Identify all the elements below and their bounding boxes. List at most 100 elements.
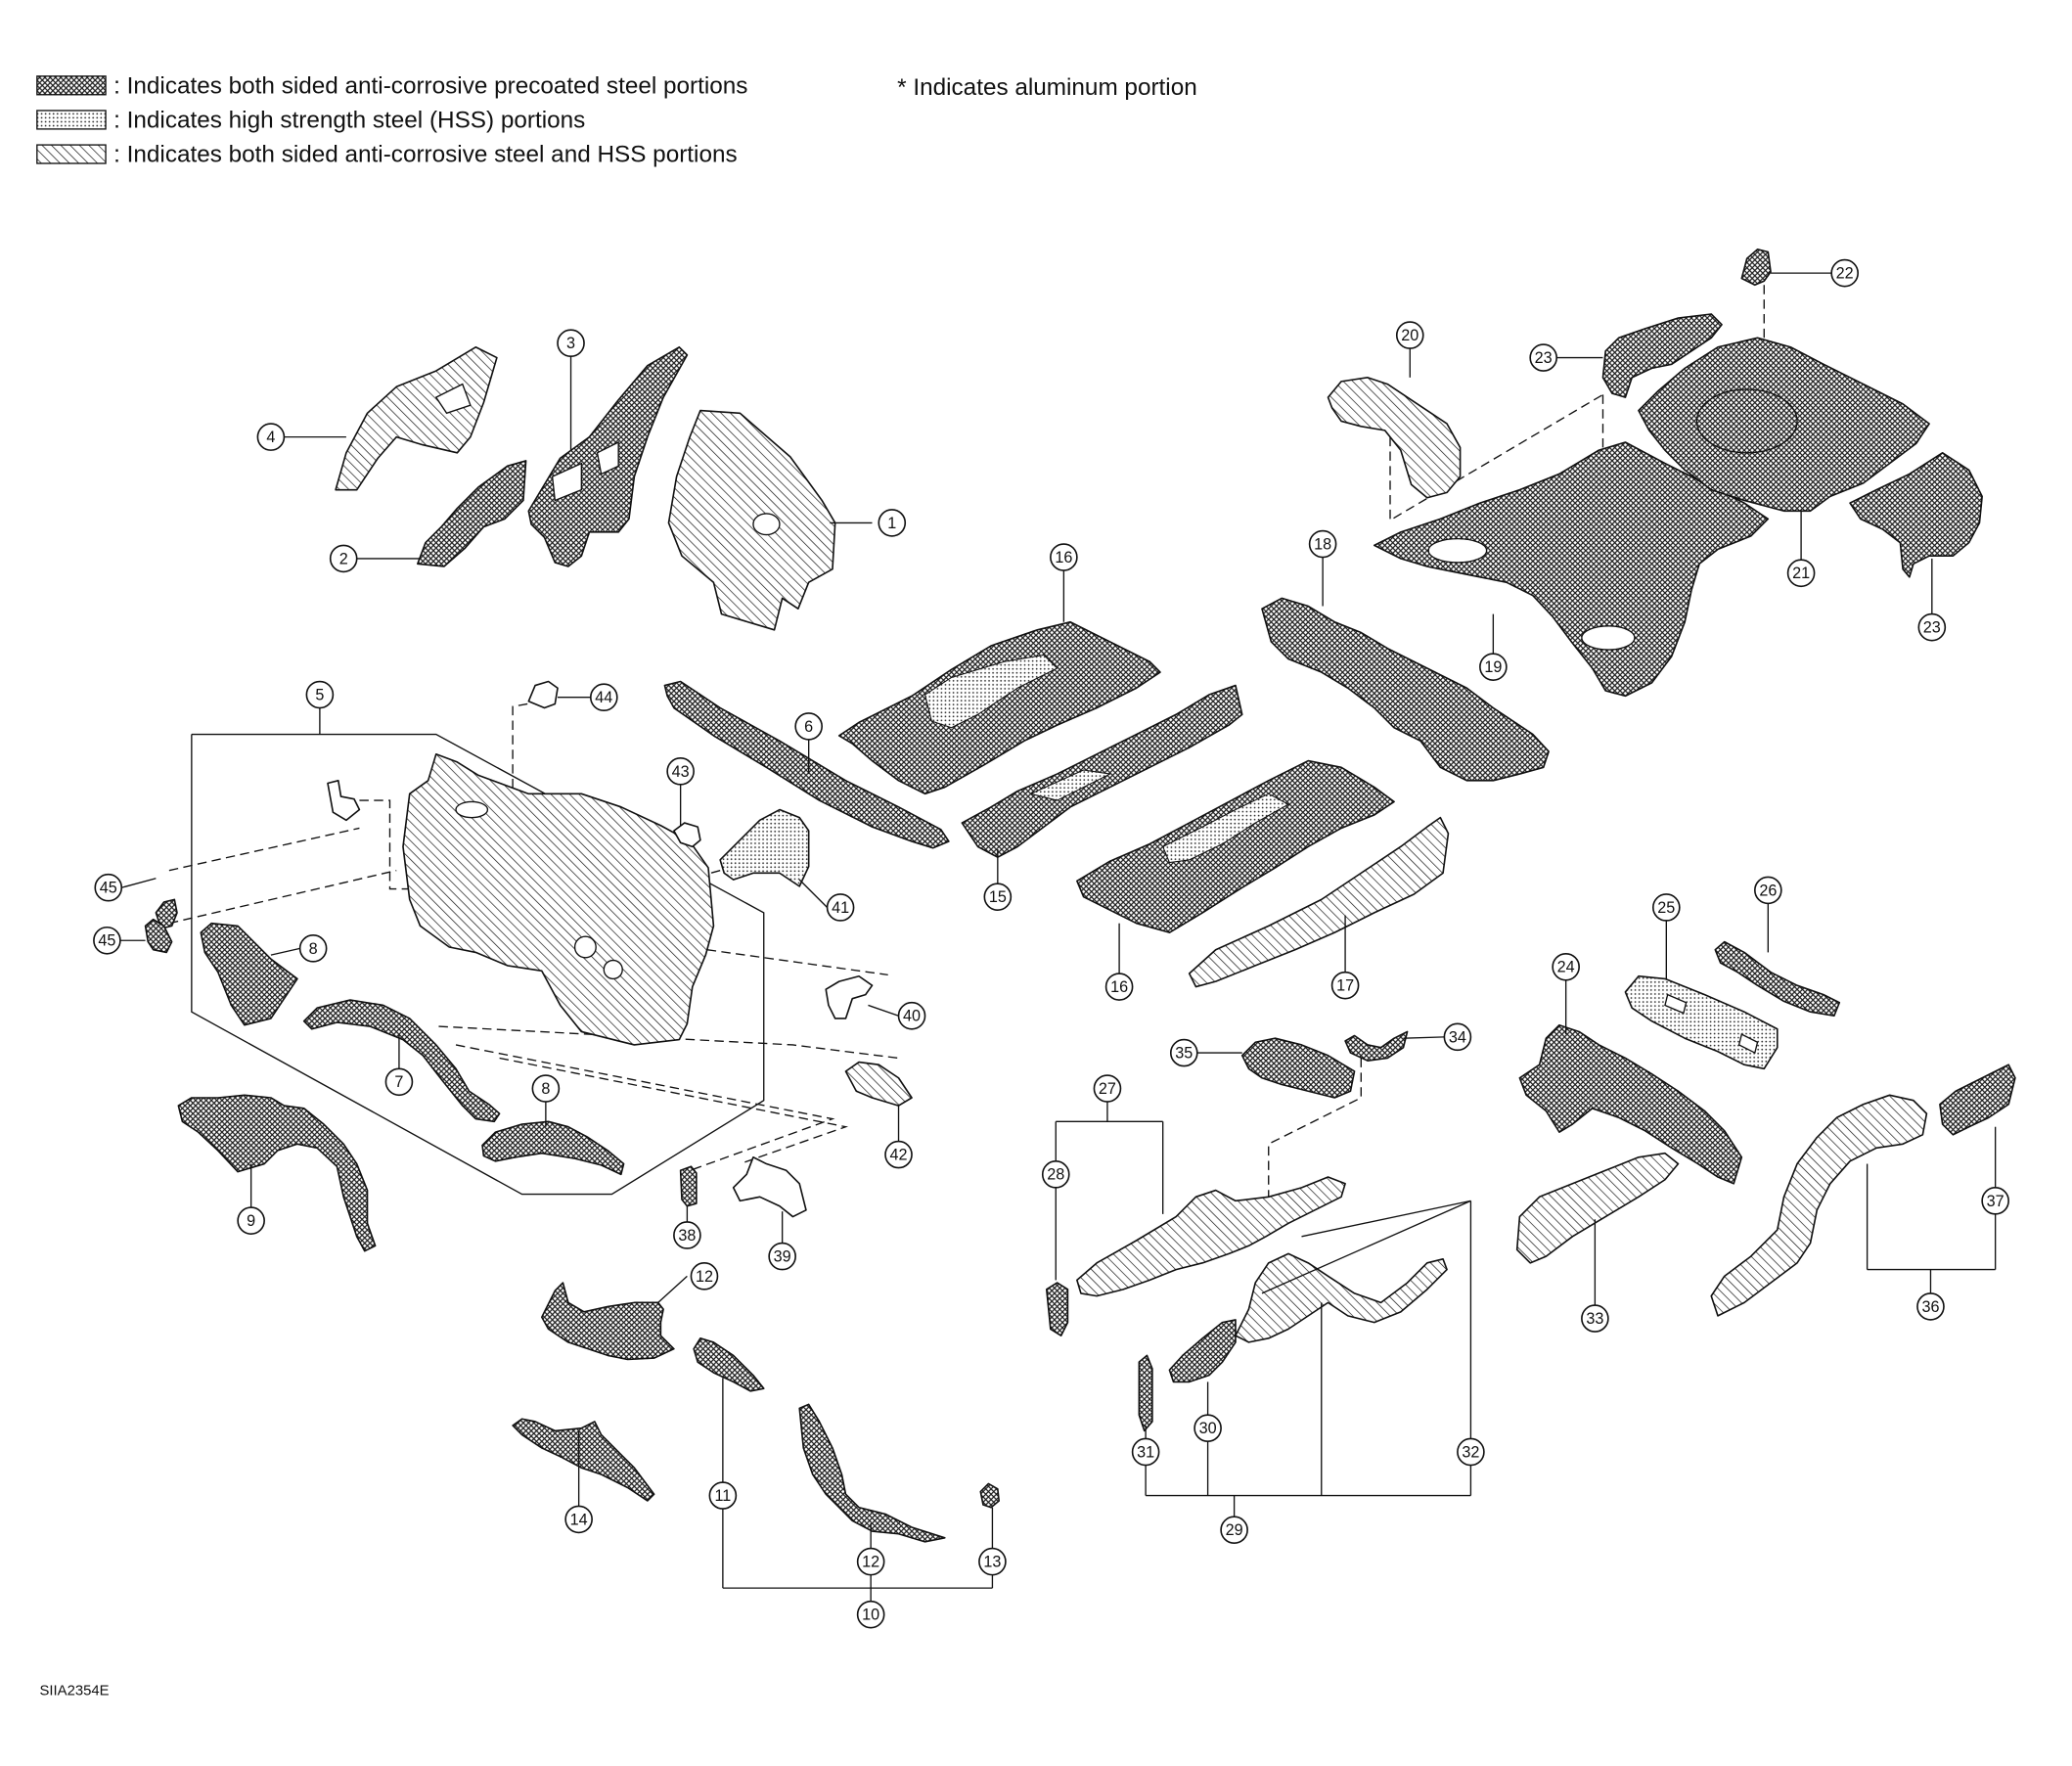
part-31-drawing [1138,1354,1153,1432]
part-19-drawing [1373,441,1770,698]
callout-12: 12 [856,1547,885,1576]
legend-item-precoated: : Indicates both sided anti-corrosive pr… [36,72,747,99]
leader-line [798,879,829,908]
callout-circle [673,1221,701,1249]
callout-7: 7 [384,1067,414,1097]
callout-circle [1131,1437,1160,1467]
callout-circle [589,683,618,712]
clip-bracket-drawing [327,780,361,822]
part-34-drawing [1344,1030,1409,1062]
callout-29: 29 [1220,1516,1248,1545]
dashed-guide-line [499,1057,849,1165]
callout-circle [690,1262,719,1291]
callout-circle [1041,1160,1070,1189]
legend-text-hatched: : Indicates both sided anti-corrosive st… [113,142,737,168]
callout-45: 45 [94,873,123,902]
hole-dash-panel-b [573,935,597,959]
callout-45: 45 [93,926,121,955]
part-8a-drawing [200,922,298,1026]
callout-circle [1830,258,1859,288]
callout-circle [557,329,585,358]
leader-lines [119,272,1997,1602]
part-details [434,383,1798,1055]
dashed-guide-line [438,1025,899,1060]
legend-item-hatched: : Indicates both sided anti-corrosive st… [36,142,738,168]
callout-number: 2 [339,550,348,567]
callout-number: 6 [804,718,813,736]
part-20-drawing [1327,377,1462,499]
callout-38: 38 [673,1221,701,1249]
callout-43: 43 [666,757,695,786]
callout-circle [237,1206,265,1235]
callout-35: 35 [1169,1038,1198,1067]
callout-circle [1916,1292,1945,1321]
callout-8: 8 [531,1074,561,1103]
callout-17: 17 [1330,971,1360,1000]
callout-number: 8 [541,1080,550,1098]
callout-circle [384,1067,414,1097]
leader-line [868,1004,899,1017]
callout-11: 11 [708,1481,738,1510]
callout-number: 35 [1175,1044,1193,1062]
callout-20: 20 [1395,321,1424,349]
callout-circle [1050,543,1078,571]
callout-number: 23 [1535,349,1553,367]
callout-number: 33 [1586,1310,1603,1328]
callout-15: 15 [983,883,1013,912]
callout-31: 31 [1131,1437,1160,1467]
callout-circle [94,873,123,902]
part-26-drawing [1714,940,1841,1018]
part-36-drawing [1710,1094,1928,1317]
part-37-drawing [1939,1064,2016,1136]
callout-circle [1104,973,1134,1001]
part-39-drawing [732,1155,807,1218]
hole-part-1 [752,513,781,536]
callout-8: 8 [298,934,328,963]
hole-part-25a [1664,993,1688,1015]
callout-number: 3 [566,335,575,352]
legend-text-hss: : Indicates high strength steel (HSS) po… [113,108,585,134]
dashed-guide-line [1389,393,1603,521]
part-11-drawing [693,1337,765,1392]
callout-number: 43 [672,763,690,781]
callout-23: 23 [1917,612,1947,642]
callout-number: 37 [1987,1193,2004,1210]
part-18-drawing [1261,597,1550,782]
hss-patch-16b [1162,792,1289,864]
callout-circle [826,893,855,922]
callout-number: 15 [989,888,1007,906]
dashed-guide-line [168,827,360,872]
callout-10: 10 [856,1600,885,1629]
hss-patch-15 [1030,769,1111,801]
part-41-drawing [719,808,810,887]
callout-number: 11 [714,1487,731,1505]
callout-4: 4 [256,423,286,451]
callout-circle [531,1074,561,1103]
callout-number: 17 [1336,977,1354,995]
callout-circle [768,1242,796,1271]
callout-44: 44 [589,683,618,712]
callout-number: 16 [1055,549,1072,566]
part-25-drawing [1624,974,1779,1070]
part-32-drawing [1235,1252,1448,1343]
callout-24: 24 [1552,952,1580,981]
callout-23: 23 [1529,343,1558,372]
callout-circle [1479,653,1508,681]
part-7-drawing [302,999,501,1123]
callout-number: 5 [315,686,324,703]
part-9-drawing [177,1094,377,1252]
dashed-guide-line [359,799,421,890]
part-1-drawing [667,409,836,631]
hole-part-25b [1737,1033,1759,1055]
callout-21: 21 [1786,559,1816,588]
precoated-steel-swatch-icon [36,75,107,96]
callout-39: 39 [768,1242,796,1271]
callout-circle [298,934,328,963]
callout-number: 13 [983,1554,1001,1571]
part-13-drawing [979,1482,1000,1509]
callout-number: 8 [309,940,318,958]
callout-number: 44 [595,689,612,706]
part-21-drawing [1638,337,1930,513]
callout-circle [329,544,358,573]
